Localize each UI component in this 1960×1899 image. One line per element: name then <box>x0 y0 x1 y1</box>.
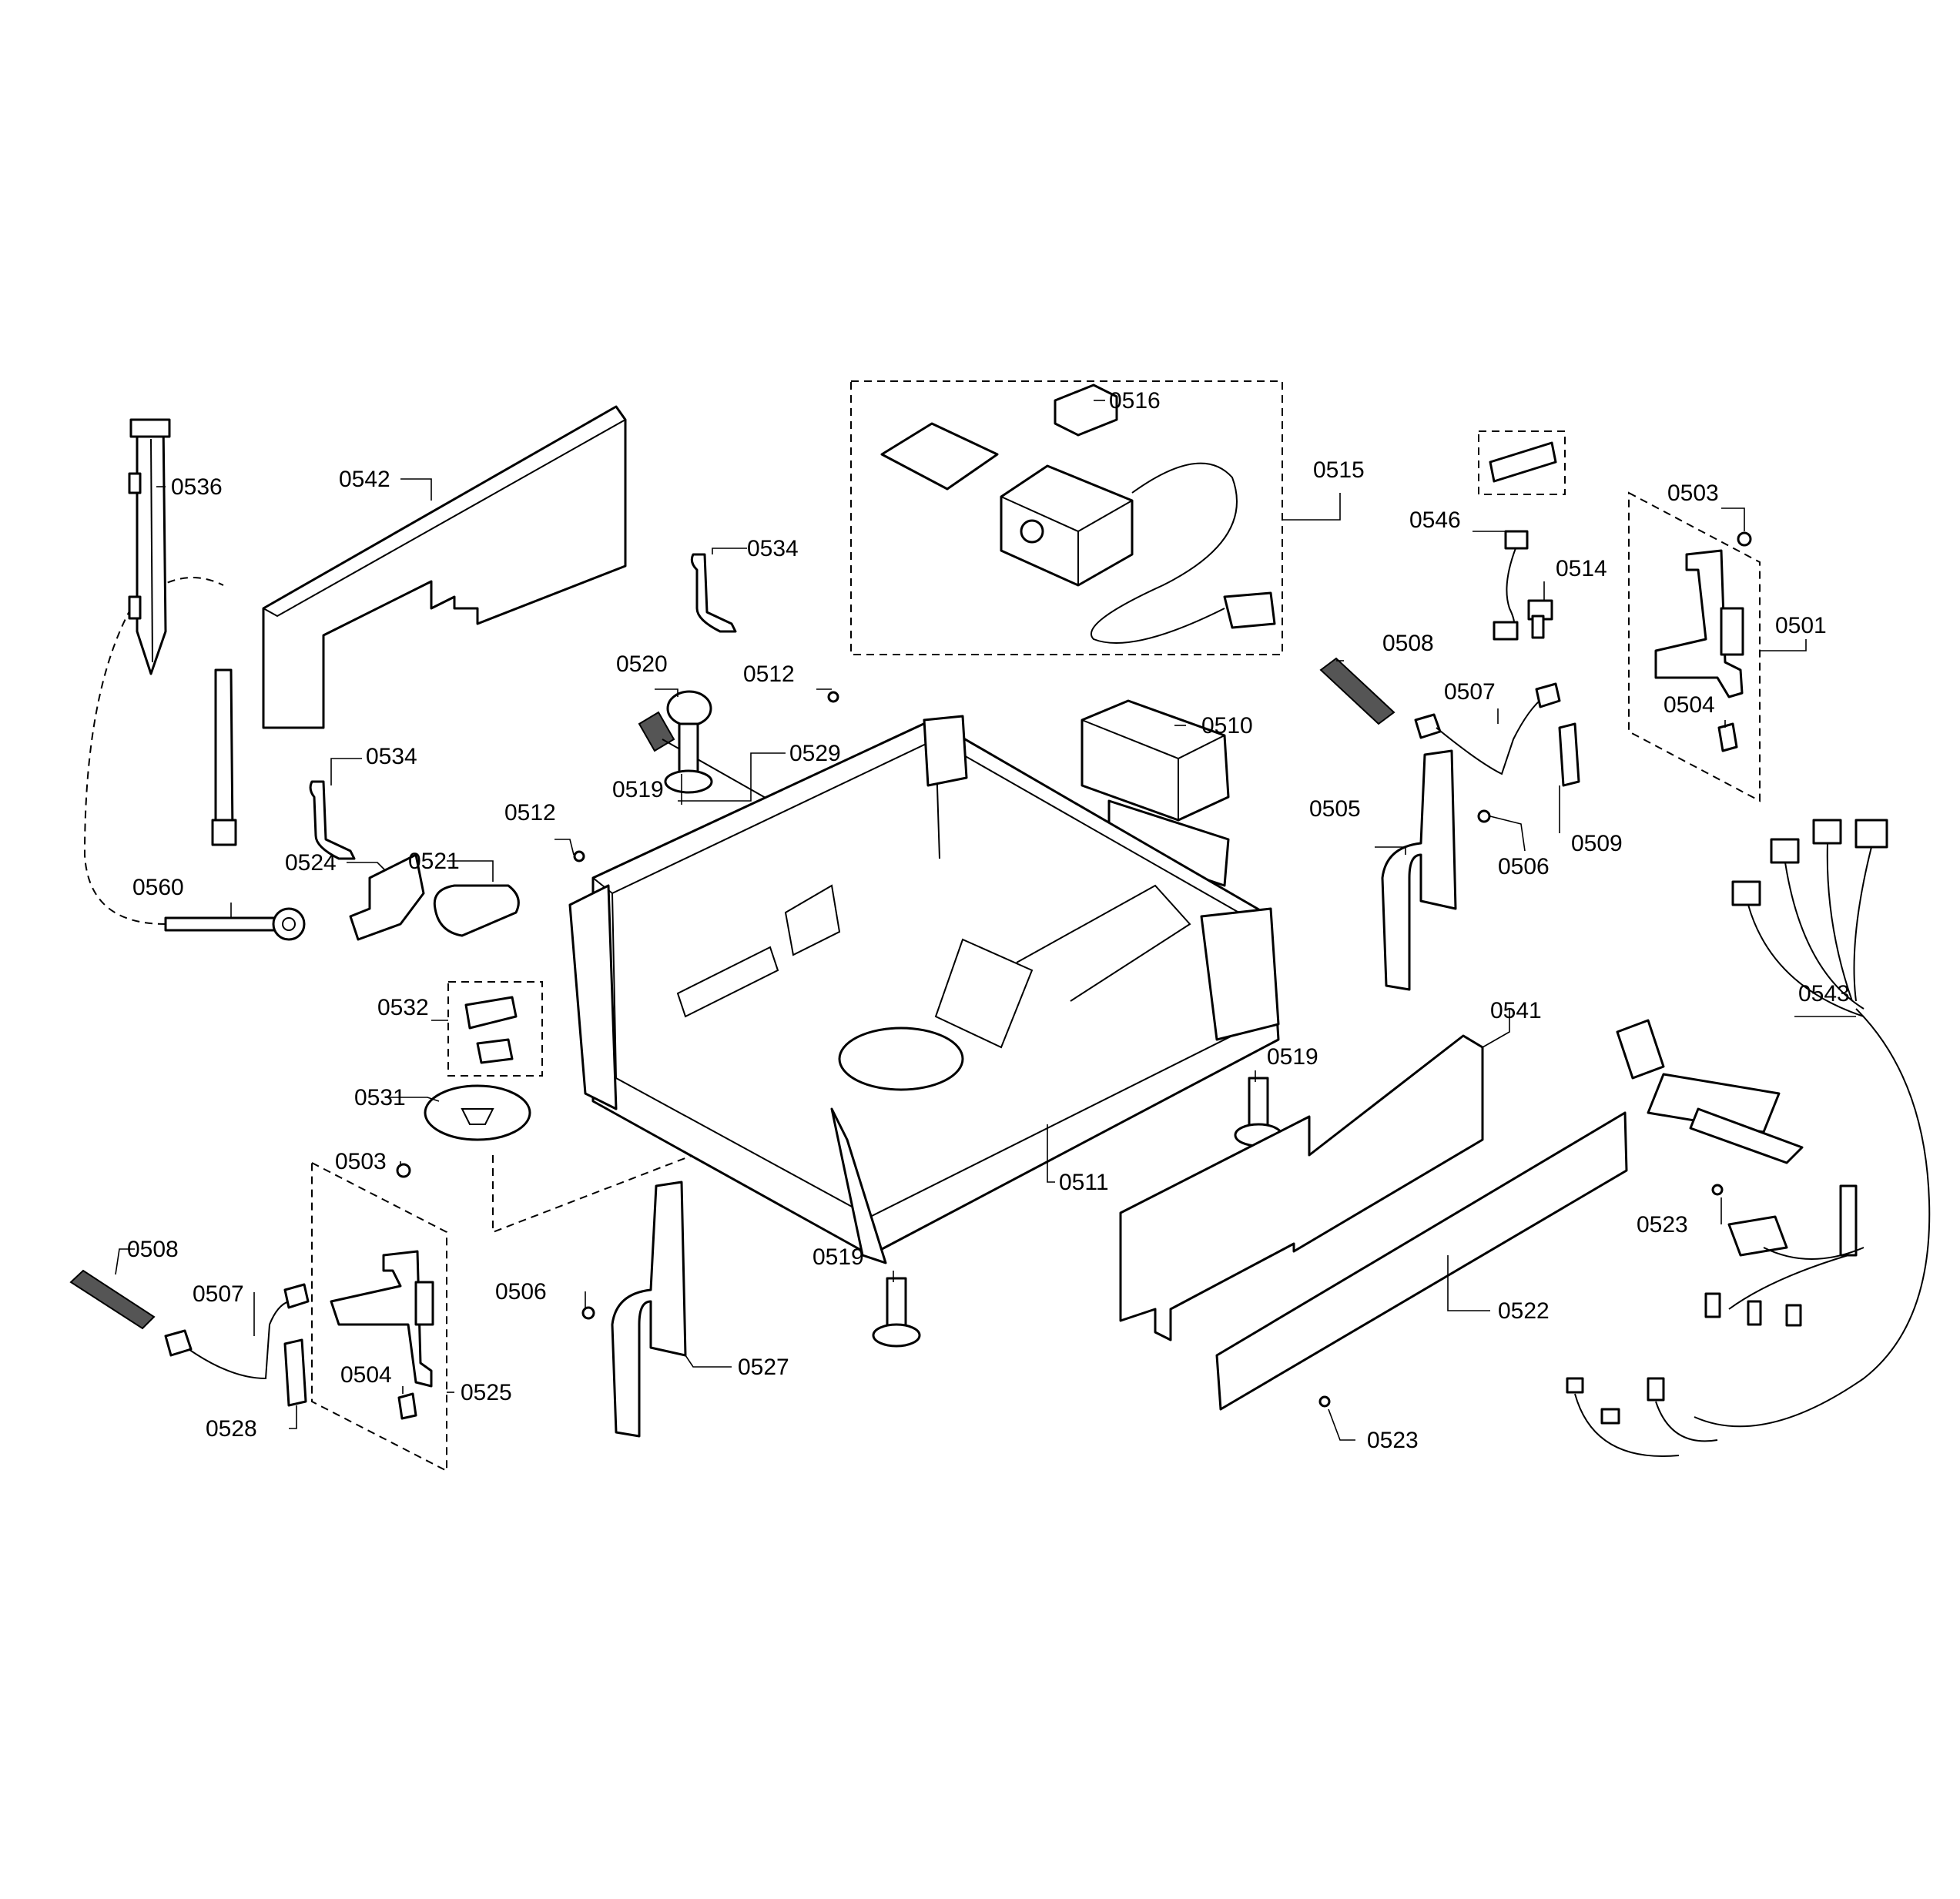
label-0525: 0525 <box>461 1380 512 1405</box>
part-0511-base-tub <box>568 715 1280 1264</box>
part-0501-hinge <box>1654 549 1744 698</box>
label-0528: 0528 <box>206 1416 257 1442</box>
label-0541: 0541 <box>1490 998 1542 1023</box>
group-box-0525 <box>311 1161 447 1472</box>
label-0522: 0522 <box>1498 1298 1550 1324</box>
part-0520-gear <box>666 690 712 727</box>
part-0509-switch <box>1558 722 1580 787</box>
part-0534-clip-top <box>690 553 737 633</box>
part-0542-panel-top <box>263 419 626 618</box>
part-0525-hinge <box>330 1250 434 1388</box>
label-0507-left: 0507 <box>193 1281 244 1307</box>
label-0534-top: 0534 <box>747 536 799 561</box>
label-0519-c: 0519 <box>812 1244 864 1270</box>
label-0508-left: 0508 <box>127 1237 179 1262</box>
label-0532: 0532 <box>377 995 429 1020</box>
part-0532-clips <box>464 996 518 1064</box>
part-0507-wire-left <box>164 1283 310 1380</box>
label-0529: 0529 <box>789 741 841 766</box>
label-0523-right: 0523 <box>1637 1212 1688 1238</box>
label-0510: 0510 <box>1201 713 1253 738</box>
label-0524: 0524 <box>285 850 337 876</box>
part-0508-spring-right <box>1319 657 1395 725</box>
part-0534-clip-left <box>309 780 356 860</box>
dashed-line-0560 <box>83 577 224 925</box>
label-0523-bottom: 0523 <box>1367 1428 1419 1453</box>
part-0560-pin <box>164 907 306 941</box>
label-0516: 0516 <box>1109 388 1161 414</box>
label-0515: 0515 <box>1313 457 1365 483</box>
group-box-0532 <box>447 981 543 1077</box>
part-0514-sensor <box>1527 599 1553 639</box>
part-0503-screw-right <box>1737 531 1752 547</box>
label-0560: 0560 <box>132 875 184 900</box>
part-0521-valve <box>433 884 520 937</box>
part-0506-screw-right <box>1477 809 1491 823</box>
part-0546-connector-bar <box>1489 441 1557 483</box>
part-0524-bracket <box>349 853 425 941</box>
part-0543-harness <box>1566 819 1931 1457</box>
label-0508-right: 0508 <box>1382 631 1434 656</box>
part-0508-spring-left <box>69 1269 156 1330</box>
group-box-0546 <box>1478 430 1566 495</box>
label-0503-left: 0503 <box>335 1149 387 1174</box>
label-0519-b: 0519 <box>1267 1044 1318 1070</box>
label-0505: 0505 <box>1309 796 1361 822</box>
label-0543: 0543 <box>1798 981 1850 1006</box>
part-0512-screw-top <box>827 691 839 703</box>
label-0542: 0542 <box>339 467 390 492</box>
label-0546: 0546 <box>1409 507 1461 533</box>
part-0506-screw-left <box>581 1306 595 1320</box>
label-0504-right: 0504 <box>1663 692 1715 718</box>
part-0536-rail <box>128 418 171 675</box>
part-0528-switch <box>283 1338 307 1407</box>
label-0527: 0527 <box>738 1355 789 1380</box>
part-0546-wire <box>1493 530 1529 641</box>
part-0542-panel <box>262 405 627 729</box>
label-0521: 0521 <box>408 849 460 874</box>
group-box-0501 <box>1628 491 1761 802</box>
label-0520: 0520 <box>616 651 668 677</box>
part-0536-rod <box>211 668 237 846</box>
part-0527-bracket <box>611 1181 687 1438</box>
label-0512-top: 0512 <box>743 661 795 687</box>
part-0504-clip-left <box>397 1392 417 1420</box>
part-0512-screw-left <box>573 850 585 862</box>
part-0519-foot-a <box>664 722 713 794</box>
part-0523-screw-bottom <box>1318 1395 1331 1408</box>
part-0505-bracket <box>1381 749 1457 991</box>
part-0504-clip-right <box>1717 722 1738 752</box>
label-0501: 0501 <box>1775 613 1827 638</box>
part-0507-wire-right <box>1414 682 1561 775</box>
label-0531: 0531 <box>354 1085 406 1110</box>
label-0503-right: 0503 <box>1667 481 1719 506</box>
label-0507-right: 0507 <box>1444 679 1496 705</box>
label-0534-left: 0534 <box>366 744 417 769</box>
part-0531-disc <box>424 1084 531 1141</box>
part-0510-module <box>1081 699 1230 887</box>
label-0519-a: 0519 <box>612 777 664 802</box>
label-0506-right: 0506 <box>1498 854 1550 879</box>
part-0523-screw-right <box>1711 1184 1724 1196</box>
label-0506-left: 0506 <box>495 1279 547 1305</box>
label-0514: 0514 <box>1556 556 1607 581</box>
part-0515-junction-box <box>880 383 1276 644</box>
part-0519-foot-c <box>872 1277 921 1348</box>
label-0509: 0509 <box>1571 831 1623 856</box>
label-0504-left: 0504 <box>340 1362 392 1388</box>
part-0503-screw-left <box>396 1163 411 1178</box>
part-0522-toe-kick <box>1215 1111 1628 1411</box>
label-0536: 0536 <box>171 474 223 500</box>
group-box-0515 <box>850 380 1283 655</box>
label-0512-left: 0512 <box>504 800 556 826</box>
leader-lines <box>115 400 1856 1441</box>
part-0541-panel <box>1119 1034 1484 1341</box>
label-0511: 0511 <box>1059 1170 1109 1195</box>
